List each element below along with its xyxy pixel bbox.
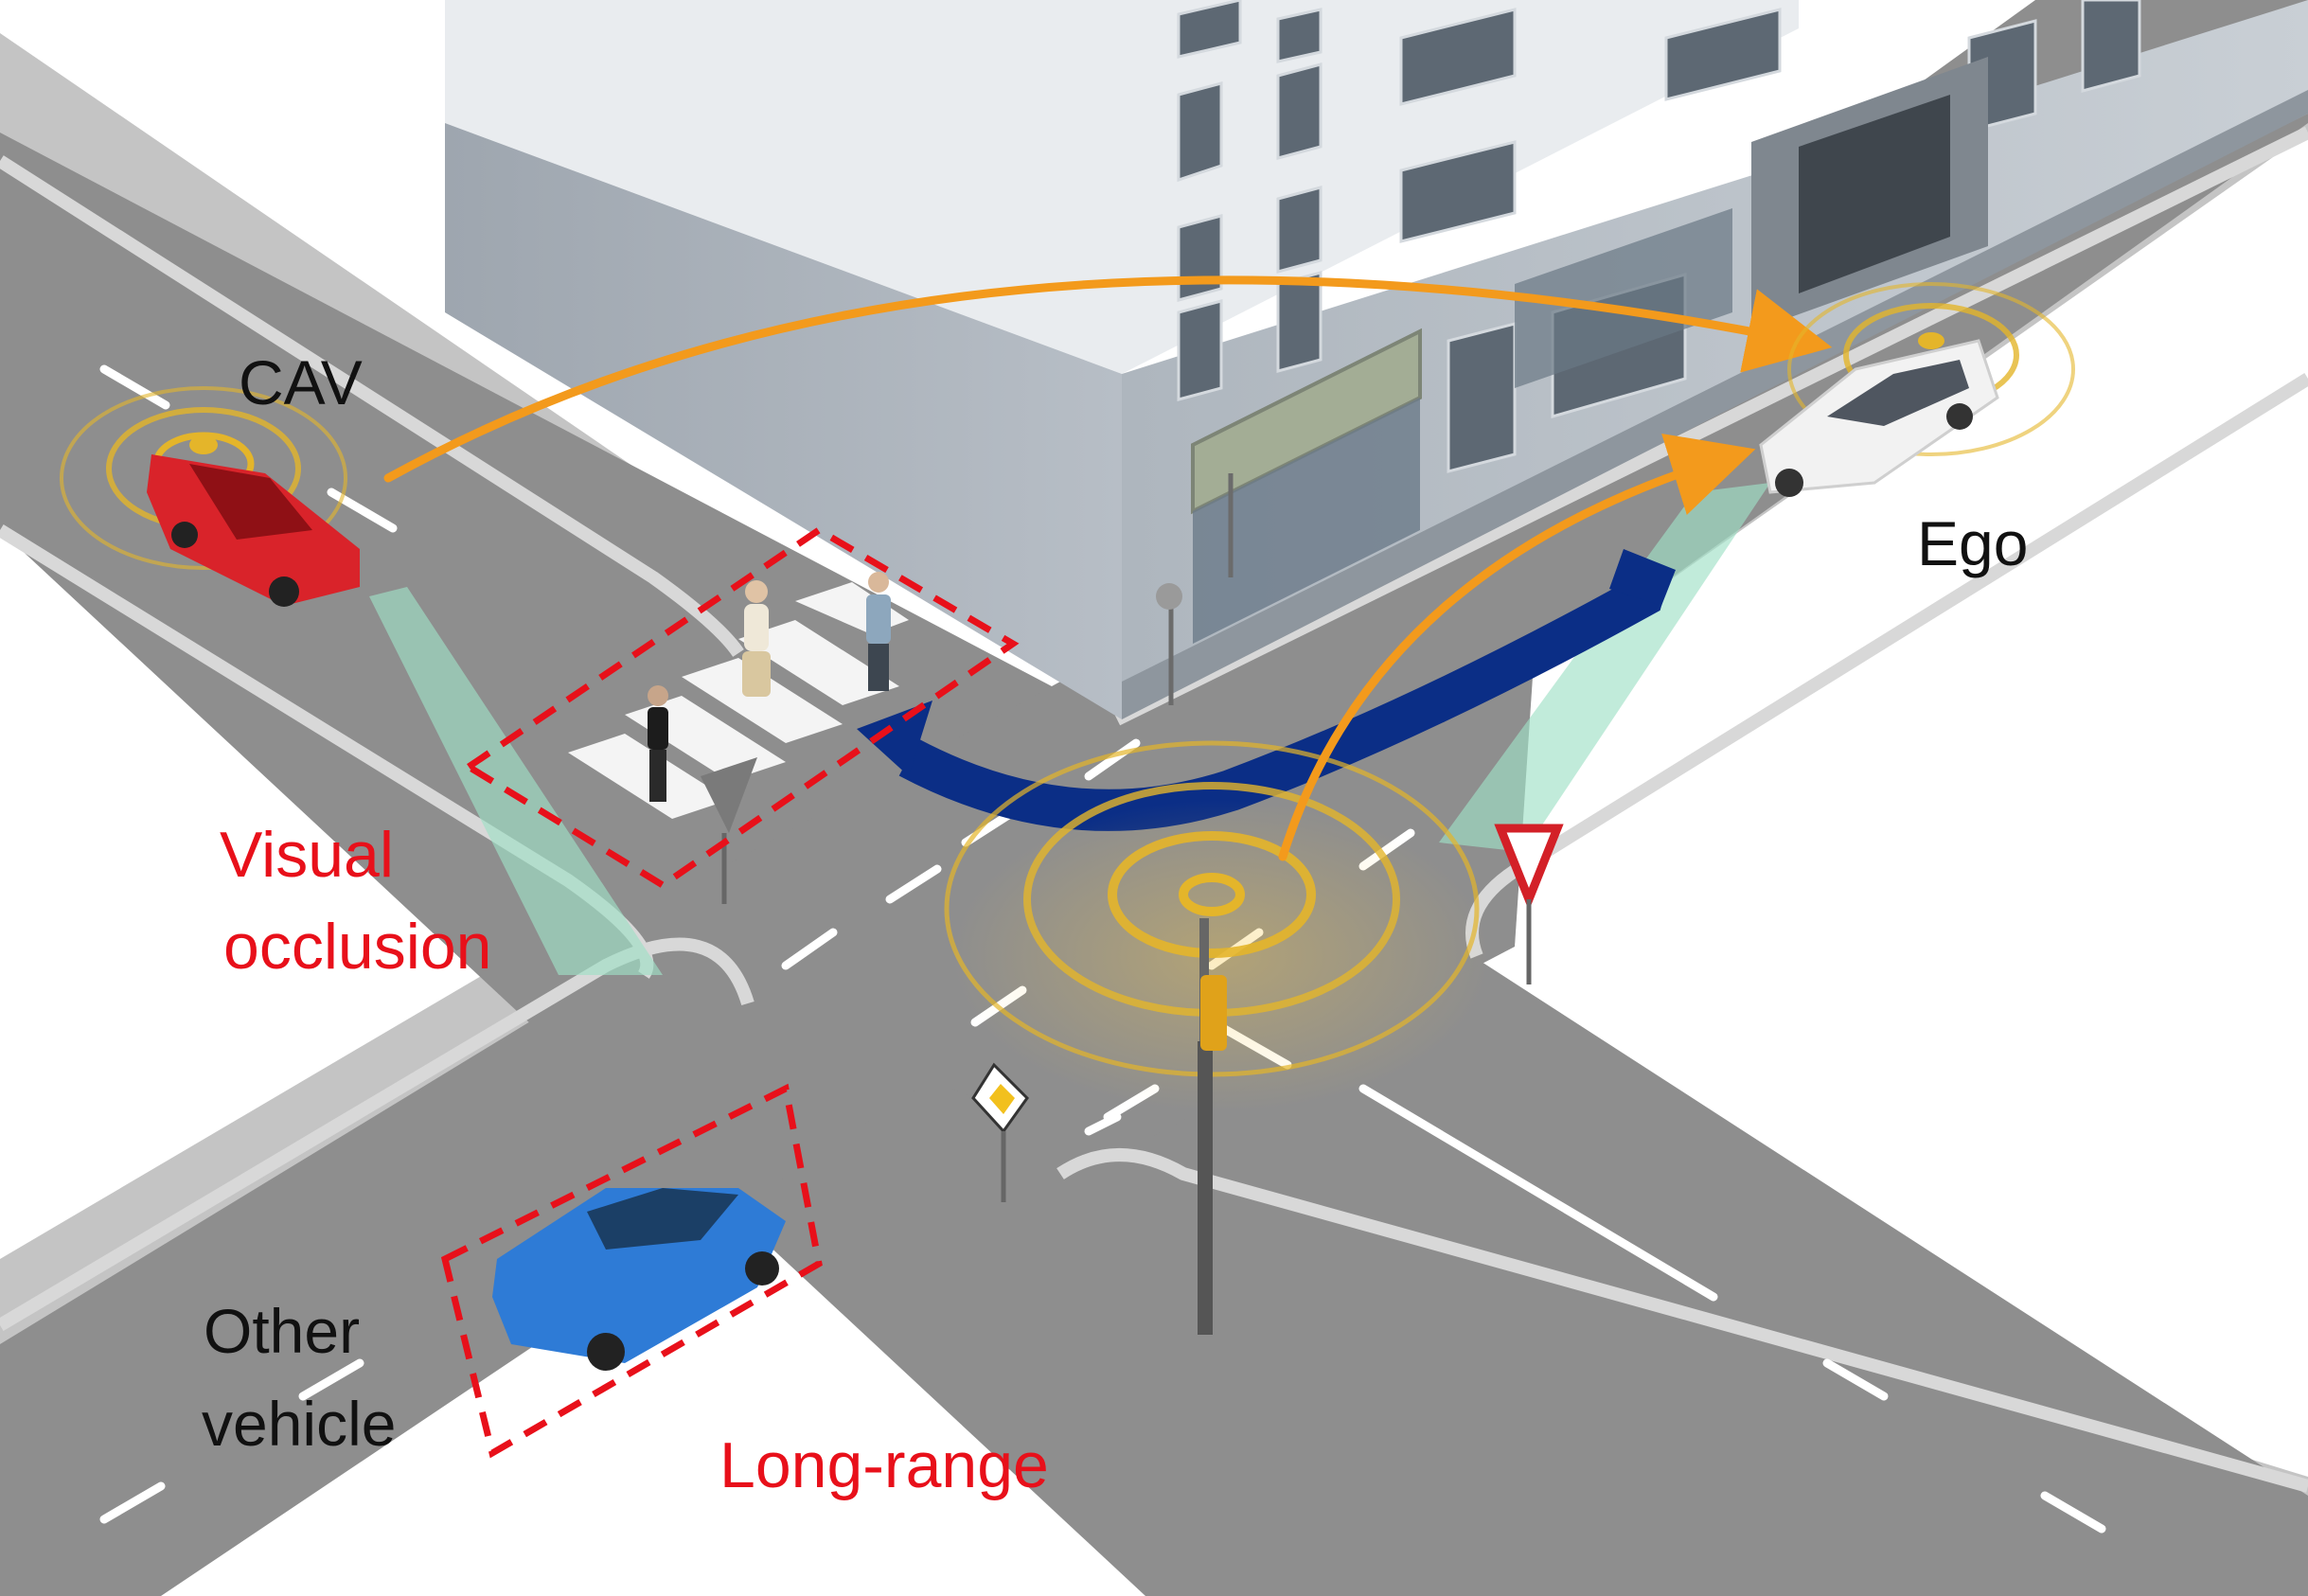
building	[445, 0, 2308, 719]
v2x-communication-links	[383, 275, 1833, 861]
visual-occlusion-box	[462, 525, 1020, 890]
long-range-label: Long-range	[719, 1429, 1049, 1501]
pedestrians	[648, 572, 891, 802]
roadside-unit	[944, 740, 1491, 1335]
roadside-unit-pole-icon	[1198, 1041, 1213, 1335]
other-vehicle-car-icon	[492, 1188, 786, 1371]
priority-road-sign-icon	[971, 1062, 1029, 1202]
pedestrian-icon	[648, 685, 668, 802]
cav-field-of-view	[369, 587, 663, 975]
yield-sign-icon	[1494, 824, 1564, 984]
pedestrian-icon	[866, 572, 891, 691]
street-lamp-icon	[1156, 583, 1182, 610]
visual-occlusion-label-line1: Visual	[220, 819, 394, 891]
long-range-box	[440, 1083, 823, 1459]
ego-label: Ego	[1917, 508, 2029, 578]
ego-car-icon	[1759, 282, 2075, 497]
cav-label: CAV	[239, 347, 363, 417]
pedestrian-icon	[742, 580, 771, 697]
visual-occlusion-label-line2: occlusion	[223, 911, 492, 983]
other-vehicle-label-line2: vehicle	[202, 1389, 397, 1459]
other-vehicle-label-line1: Other	[204, 1296, 361, 1366]
street-poles	[1168, 473, 1234, 705]
ego-field-of-view	[1439, 483, 1770, 852]
cav-car-icon	[60, 386, 360, 607]
